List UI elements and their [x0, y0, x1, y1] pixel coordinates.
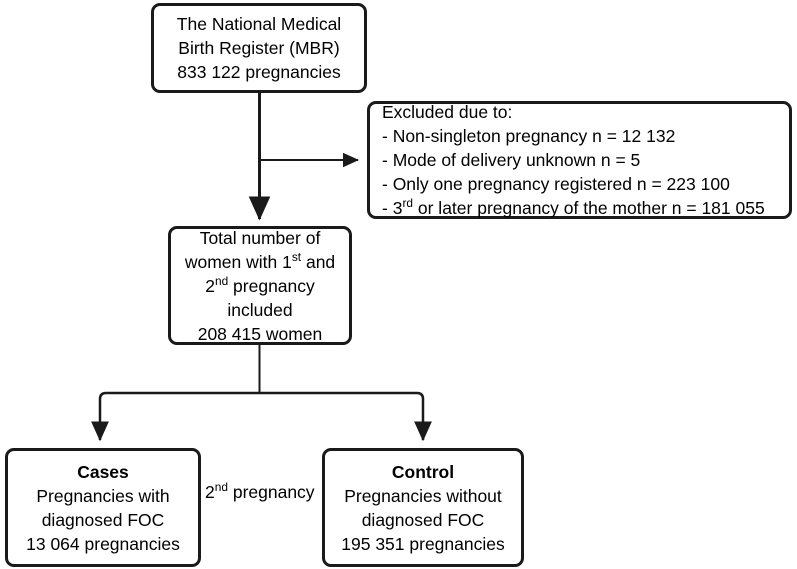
- mbr-line-1: The National Medical: [176, 14, 342, 34]
- excluded-item-4-ordinal-sup: rd: [402, 196, 414, 211]
- control-line-2: diagnosed FOC: [361, 509, 485, 530]
- branch-label-sup: nd: [214, 480, 228, 495]
- total-line-3: 2nd pregnancy: [205, 274, 315, 298]
- control-line-1: Pregnancies without: [344, 485, 502, 506]
- mbr-line-3: 833 122 pregnancies: [177, 62, 341, 82]
- total-line-2: women with 1st and: [185, 250, 335, 274]
- node-control: Control Pregnancies without diagnosed FO…: [322, 448, 524, 567]
- total-line-3-a: 2: [205, 275, 215, 296]
- total-line-2-a: women with 1: [184, 251, 292, 272]
- node-cases: Cases Pregnancies with diagnosed FOC 13 …: [5, 448, 201, 567]
- edge-total-to-control: [259, 391, 432, 442]
- branch-label-a: 2: [205, 482, 215, 502]
- cases-heading: Cases: [77, 461, 129, 482]
- branch-label-second-pregnancy: 2nd pregnancy: [205, 480, 315, 504]
- total-line-2-b: and: [301, 251, 336, 272]
- excluded-item-third-or-later-pregnancy: - 3rd or later pregnancy of the mother n…: [370, 196, 765, 220]
- total-line-4: included: [227, 299, 293, 320]
- control-line-3: 195 351 pregnancies: [341, 533, 505, 554]
- branch-label-b: pregnancy: [227, 482, 315, 502]
- total-line-3-sup: nd: [214, 273, 229, 288]
- cases-line-3: 13 064 pregnancies: [26, 533, 180, 554]
- total-line-3-b: pregnancy: [228, 275, 315, 296]
- edge-total-to-cases: [90, 391, 260, 442]
- cases-line-2: diagnosed FOC: [41, 509, 165, 530]
- excluded-heading: Excluded due to:: [382, 102, 513, 122]
- node-national-medical-birth-register: The National Medical Birth Register (MBR…: [151, 3, 367, 93]
- excluded-item-4-prefix: - 3: [382, 198, 403, 218]
- control-heading: Control: [391, 461, 455, 482]
- excluded-item-mode-of-delivery-unknown: - Mode of delivery unknown n = 5: [382, 150, 641, 170]
- excluded-item-only-one-pregnancy: - Only one pregnancy registered n = 223 …: [382, 174, 730, 194]
- mbr-line-2: Birth Register (MBR): [178, 38, 340, 58]
- node-total-women-included: Total number of women with 1st and 2nd p…: [168, 226, 352, 345]
- cases-line-1: Pregnancies with: [36, 485, 170, 506]
- node-excluded-criteria: Excluded due to: - Non-singleton pregnan…: [367, 101, 792, 219]
- excluded-item-4-suffix: or later pregnancy of the mother n = 181…: [413, 198, 765, 218]
- total-line-2-sup: st: [291, 249, 302, 264]
- total-line-1: Total number of: [199, 227, 321, 248]
- total-line-5: 208 415 women: [197, 323, 323, 344]
- excluded-item-non-singleton: - Non-singleton pregnancy n = 12 132: [382, 126, 676, 146]
